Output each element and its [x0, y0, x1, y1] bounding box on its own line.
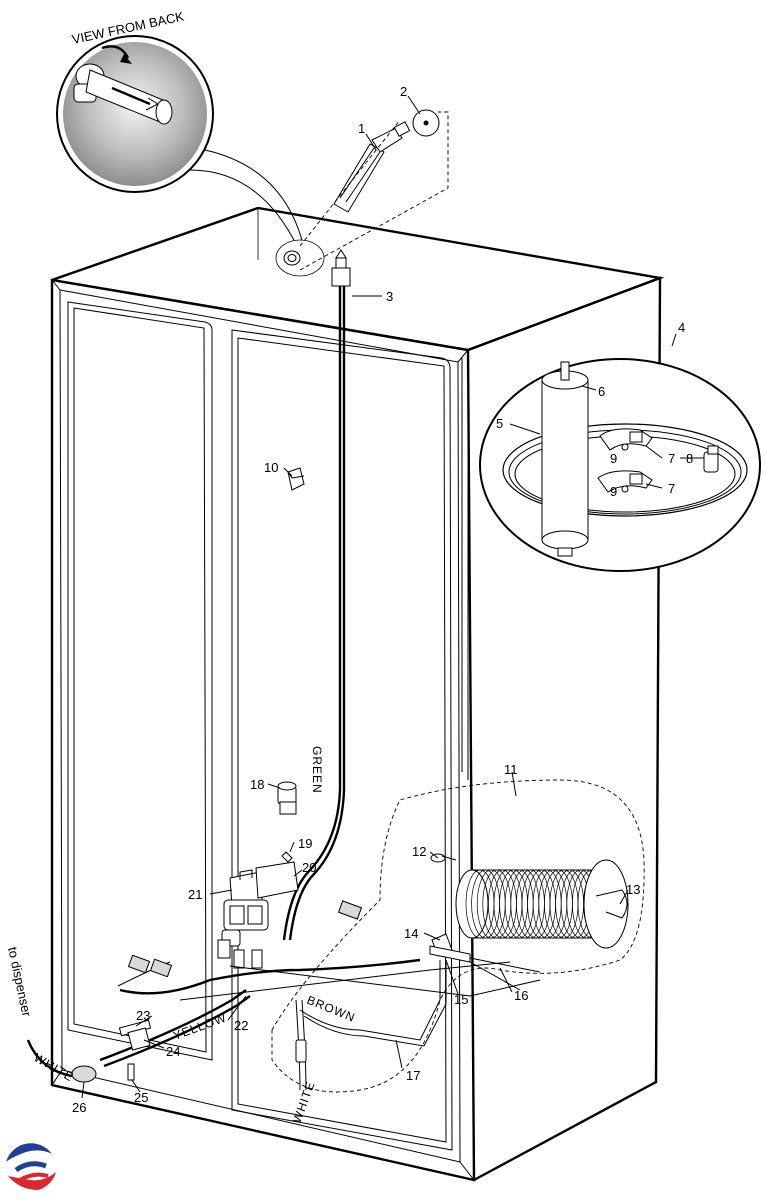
callout-20: 20 — [302, 860, 316, 875]
part-13-heater-coil — [430, 853, 629, 949]
brown-wire-label: BROWN — [305, 993, 358, 1025]
callout-leaders — [81, 95, 704, 1099]
heater-coil-ring — [516, 869, 545, 939]
callout-10: 10 — [264, 460, 278, 475]
white-dispenser-label: WHITE — [32, 1050, 77, 1084]
part-1-filter-cap — [333, 121, 411, 213]
callout-16: 16 — [514, 988, 528, 1003]
heater-coil-ring — [538, 869, 568, 939]
green-wire-label: GREEN — [310, 746, 324, 794]
callout-15: 15 — [454, 992, 468, 1007]
callout-12: 12 — [412, 844, 426, 859]
callout-11: 11 — [504, 762, 518, 777]
callout-19: 19 — [298, 836, 312, 851]
callout-8: 8 — [686, 451, 693, 466]
callout-24: 24 — [166, 1044, 180, 1059]
heater-coil-ring — [521, 869, 551, 939]
callout-numbers: 1 2 3 4 5 6 7 7 8 9 9 10 11 12 13 14 15 … — [72, 84, 693, 1115]
callout-18: 18 — [250, 777, 264, 792]
callout-2: 2 — [400, 84, 407, 99]
callout-7b: 7 — [668, 481, 675, 496]
part-11-heater-region — [271, 779, 645, 1093]
callout-7a: 7 — [668, 451, 675, 466]
part-18-connector — [277, 781, 297, 815]
callout-6: 6 — [598, 384, 605, 399]
part-3-tube-and-fitting — [282, 249, 351, 941]
part-20-21-water-valve — [217, 861, 299, 969]
inset-filter-part — [73, 45, 173, 125]
callout-1: 1 — [358, 121, 365, 136]
to-dispenser-label: to dispenser — [5, 946, 35, 1019]
brand-swirl-logo — [2, 1140, 58, 1196]
callout-14: 14 — [404, 926, 418, 941]
water-filter-inset — [479, 358, 761, 572]
heater-coil-ring — [488, 869, 517, 939]
callout-26: 26 — [72, 1100, 86, 1115]
heater-coil-ring — [499, 869, 528, 939]
heater-coil-ring — [549, 869, 579, 939]
refrigerator-cabinet — [50, 206, 665, 1182]
callout-3: 3 — [386, 289, 393, 304]
callout-21: 21 — [188, 887, 202, 902]
heater-coil-ring — [555, 869, 584, 939]
part-6-filter-cartridge — [541, 361, 589, 557]
heater-coil-ring — [527, 869, 556, 939]
callout-13: 13 — [626, 882, 640, 897]
callout-17: 17 — [406, 1068, 420, 1083]
part-10-clip — [287, 467, 305, 491]
part-8-fitting — [703, 445, 719, 473]
callout-5: 5 — [496, 416, 503, 431]
heater-coil-ring — [532, 869, 562, 939]
callout-4: 4 — [678, 320, 685, 335]
part-7-brackets — [597, 428, 653, 493]
heater-coil-ring — [504, 869, 534, 939]
callout-22: 22 — [234, 1018, 248, 1033]
callout-25: 25 — [134, 1090, 148, 1105]
heater-coil-ring — [493, 869, 523, 939]
callout-23: 23 — [136, 1008, 150, 1023]
callout-9b: 9 — [610, 484, 617, 499]
filter-housing-top — [275, 109, 449, 277]
callout-9a: 9 — [610, 451, 617, 466]
heater-coil-ring — [544, 869, 573, 939]
heater-coil-ring — [510, 869, 540, 939]
yellow-wire-label: YELLOW — [171, 1011, 228, 1043]
